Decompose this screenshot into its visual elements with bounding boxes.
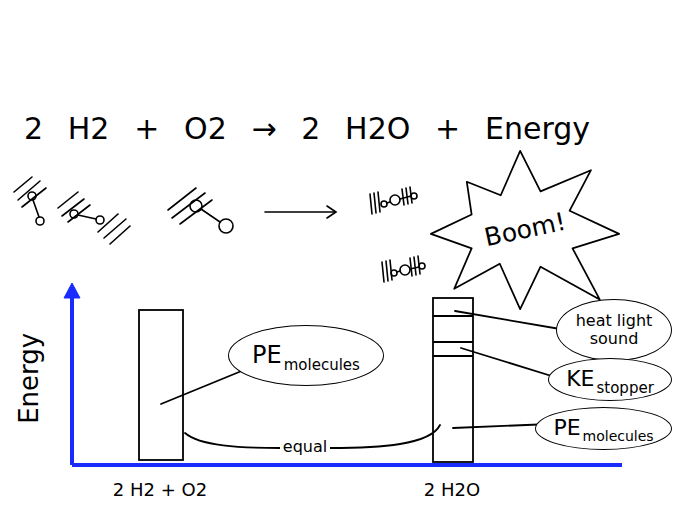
- node-text: molecules: [583, 429, 654, 444]
- text-wrap: PEmolecules: [553, 416, 653, 440]
- text-wrap: heat light sound: [572, 312, 656, 348]
- bar-label: 2 H2O: [424, 480, 480, 500]
- node-text: PE: [553, 416, 580, 440]
- energy-bars: [139, 298, 473, 462]
- output-bubble: heat light sound: [556, 299, 672, 361]
- pe-bubble: PEmolecules: [535, 407, 672, 450]
- node-text: KE: [566, 367, 594, 391]
- node-text: molecules: [284, 357, 360, 374]
- text-wrap: PEmolecules: [252, 342, 360, 368]
- equal-label: equal: [280, 438, 330, 456]
- text-wrap: KEstopper: [566, 367, 654, 391]
- node-text: heat light sound: [572, 312, 656, 347]
- pe-bubble: PEmolecules: [228, 325, 384, 386]
- boom-starburst: Boom!: [428, 148, 622, 312]
- molecule-sketches: [14, 177, 425, 282]
- node-text: PE: [252, 342, 282, 368]
- ke-bubble: KEstopper: [548, 358, 672, 401]
- energy-axes: [64, 283, 622, 465]
- leader-lines: [161, 311, 566, 448]
- axis-label: Energy: [16, 332, 45, 423]
- reaction-equation: 2 H2 + O2 → 2 H2O + Energy: [24, 112, 590, 145]
- node-text: stopper: [597, 380, 654, 397]
- bar-label: 2 H2 + O2: [113, 480, 207, 500]
